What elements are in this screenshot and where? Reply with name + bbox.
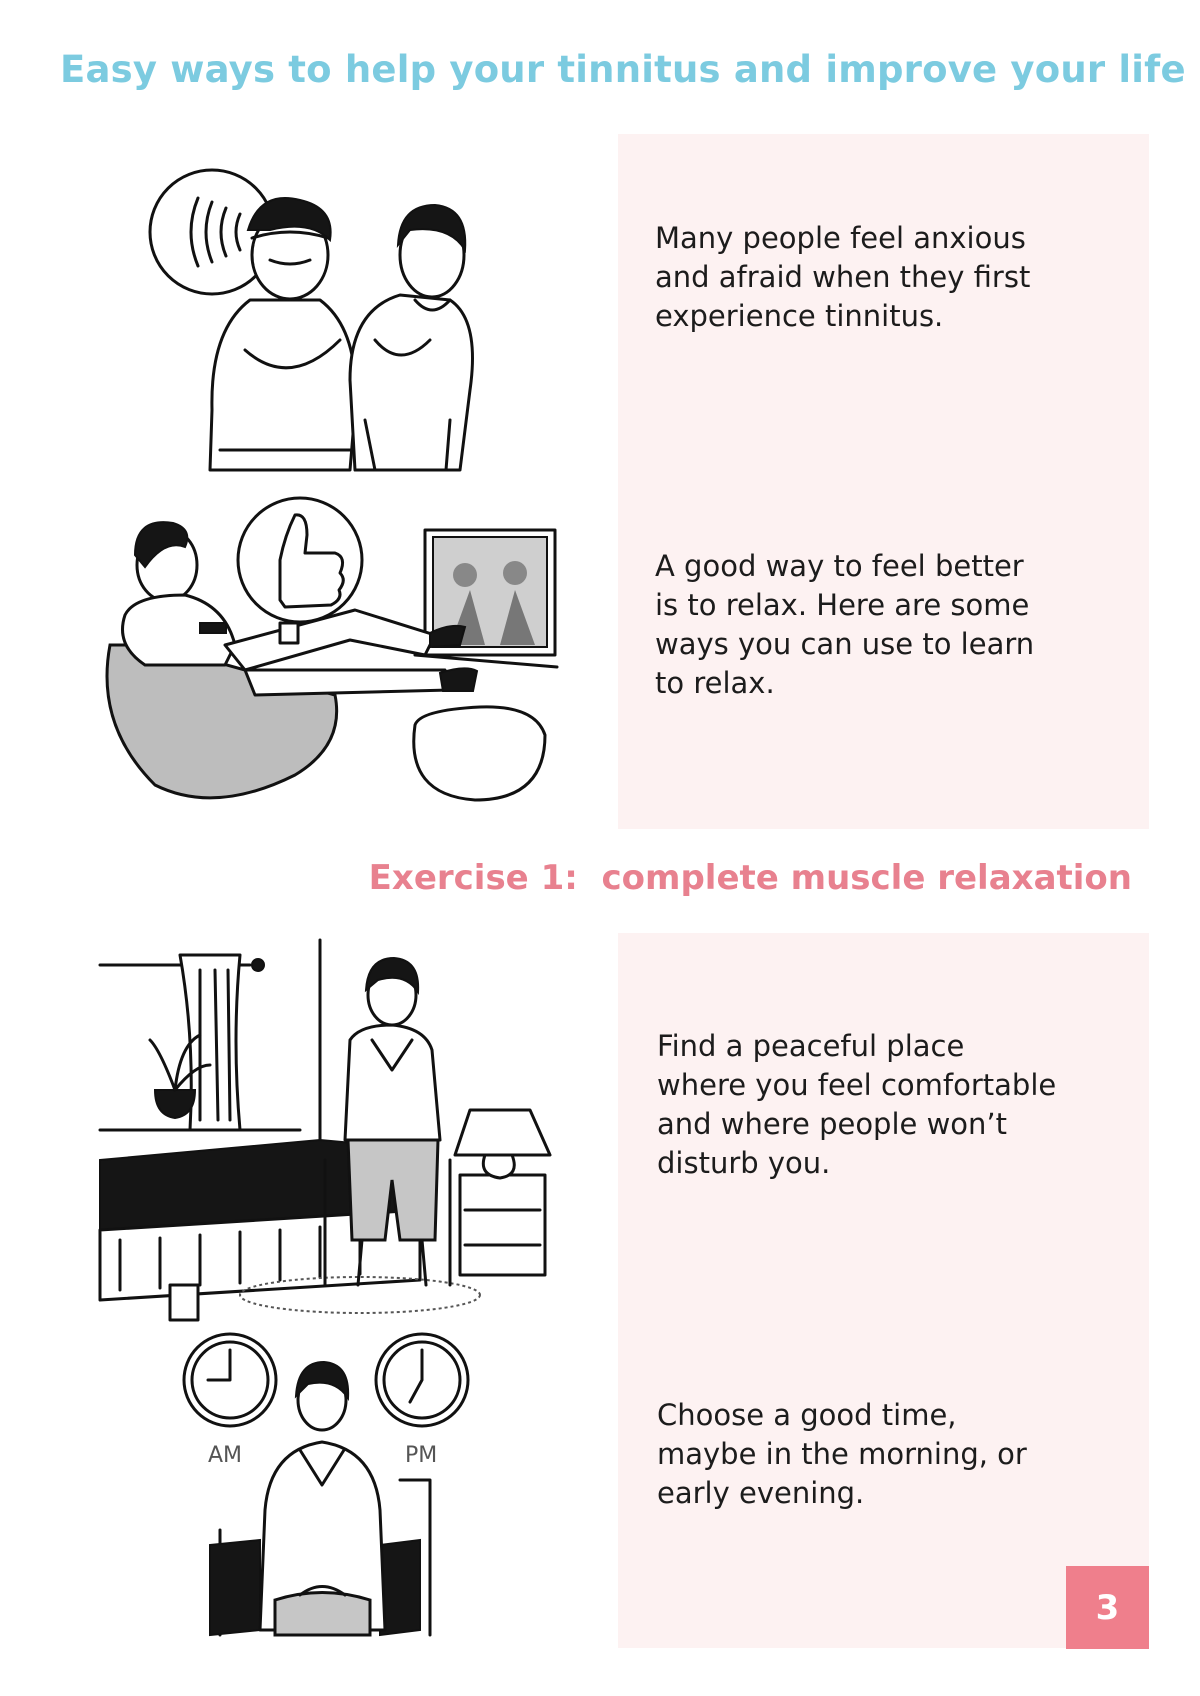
clock-pm-icon [374, 1332, 470, 1428]
text-panel-bottom [618, 933, 1149, 1648]
page-title: Easy ways to help your tinnitus and impr… [60, 48, 1186, 91]
illustration-clocks: AM PM [182, 1332, 470, 1637]
exercise-heading: Exercise 1: complete muscle relaxation [368, 858, 1132, 898]
paragraph-anxious: Many people feel anxious and afraid when… [655, 221, 1031, 333]
thumbs-up-icon [236, 496, 364, 624]
clock-am-label: AM [208, 1443, 242, 1468]
paragraph-relax: A good way to feel better is to relax. H… [655, 549, 1035, 700]
illustration-bedroom [98, 938, 552, 1322]
paragraph-peaceful-place: Find a peaceful place where you feel com… [657, 1029, 1057, 1180]
illustration-relaxing-tv [105, 496, 559, 802]
illustration-anxious-people [148, 168, 474, 472]
clock-pm-label: PM [405, 1443, 437, 1468]
page-number-badge: 3 [1066, 1566, 1149, 1649]
clock-am-icon [182, 1332, 278, 1428]
paragraph-good-time: Choose a good time, maybe in the morning… [657, 1398, 1027, 1510]
sound-bubble-icon [148, 168, 276, 296]
text-panel-top [618, 134, 1149, 829]
